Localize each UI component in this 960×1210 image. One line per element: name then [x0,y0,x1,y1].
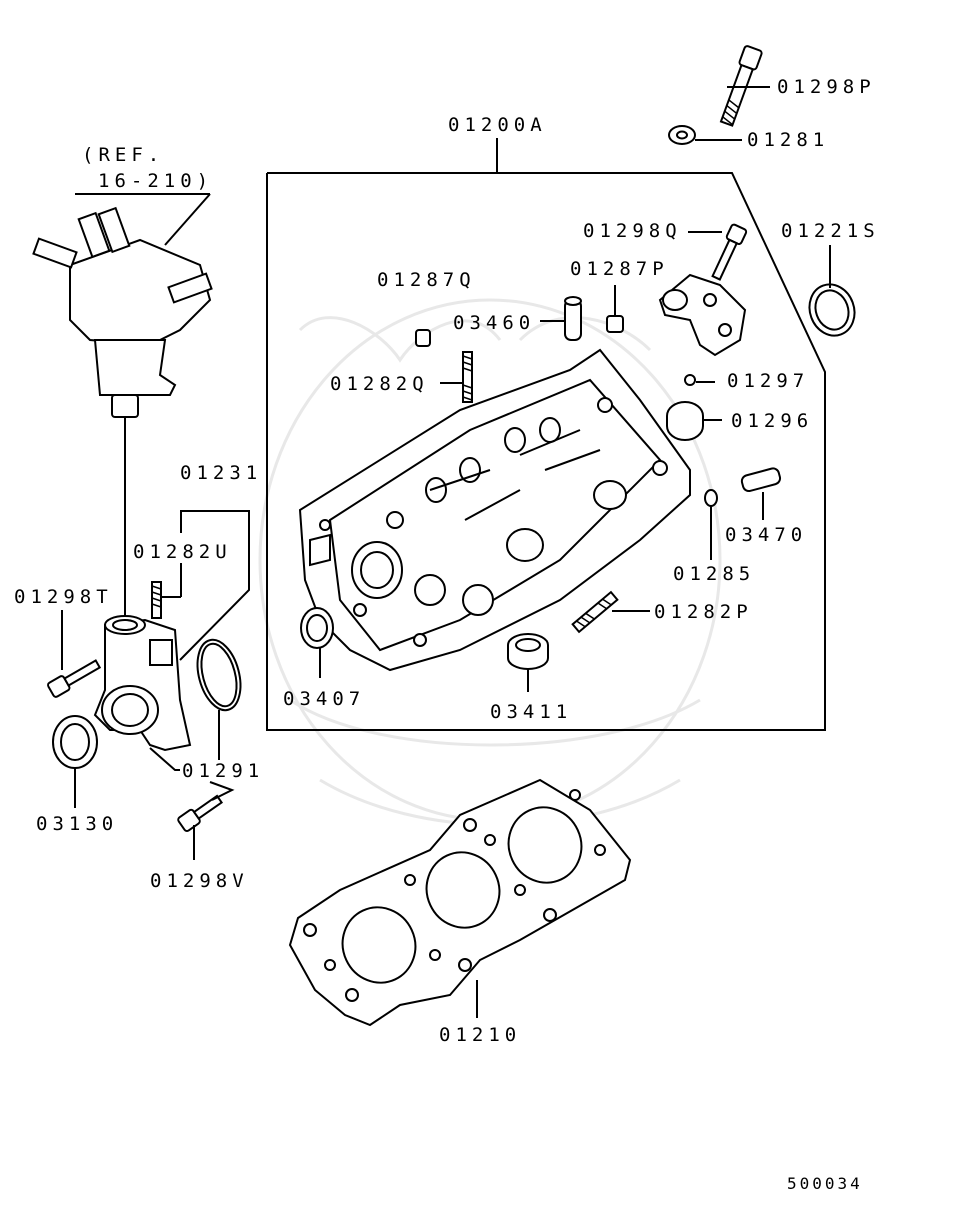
bolt-01298V-icon [177,781,235,860]
label-03460: 03460 [453,312,536,334]
label-01297: 01297 [727,370,810,392]
bolt-01298Q-icon [688,223,748,281]
seal-01221S-icon [808,245,856,337]
seal-03130-icon [52,715,98,808]
housing-01231-icon [93,510,250,771]
plug-01296-icon [666,401,722,441]
bolt-01298P-icon [719,45,770,127]
label-01291: 01291 [182,760,265,782]
label-01285: 01285 [673,563,756,585]
o-ring-01285-icon [704,489,718,560]
label-01200A: 01200A [448,114,547,136]
label-01282U: 01282U [133,541,232,563]
label-01298V: 01298V [150,870,249,892]
stud-01282P-icon [571,590,650,634]
label-01221S: 01221S [781,220,880,242]
label-01296: 01296 [731,410,814,432]
label-03407: 03407 [283,688,366,710]
label-ref-line2: 16-210) [98,170,214,192]
bolt-01298T-icon [47,610,102,698]
label-03470: 03470 [725,524,808,546]
cylinder-head-icon [298,348,691,672]
label-01287Q: 01287Q [377,269,476,291]
label-01298Q: 01298Q [583,220,682,242]
head-gasket-01210-icon [288,778,632,1027]
seal-03411-icon [507,633,549,692]
label-03130: 03130 [36,813,119,835]
label-01282Q: 01282Q [330,373,429,395]
label-ref-line1: (REF. [82,144,165,166]
valve-guide-03470-icon [740,467,782,520]
stud-01282Q-icon [440,351,473,403]
nut-01287Q-icon [415,329,431,347]
label-01210: 01210 [439,1024,522,1046]
distributor-cap-icon [32,193,213,620]
o-ring-01297-icon [684,374,715,386]
label-01287P: 01287P [570,258,669,280]
label-01282P: 01282P [654,601,753,623]
washer-01281-icon [668,125,742,145]
label-01298P: 01298P [777,76,876,98]
cylinder-head-frame [266,138,826,731]
label-01231: 01231 [180,462,263,484]
valve-guide-03460-icon [540,296,582,341]
label-01281: 01281 [747,129,830,151]
label-01298T: 01298T [14,586,113,608]
diagram-code: 500034 [787,1174,863,1193]
nut-01287P-icon [606,285,624,333]
bracket-icon [658,273,747,357]
gasket-01291-icon [196,638,242,760]
seal-03407-icon [300,607,334,678]
label-03411: 03411 [490,701,573,723]
